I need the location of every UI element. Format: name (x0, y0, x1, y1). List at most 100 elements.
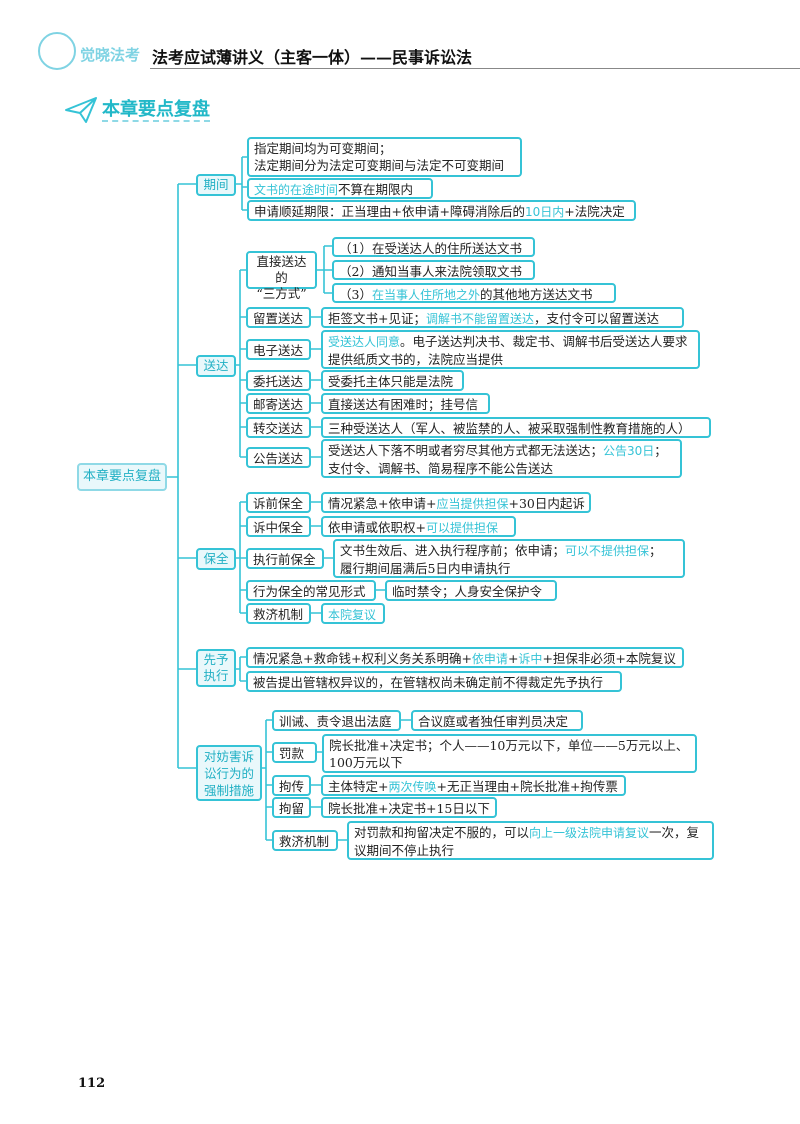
songda-zhijie-line-2: “三方式” (256, 286, 307, 301)
xianyu-row-1: 情况紧急+救命钱+权利义务关系明确+依申请+诉中+担保非必须+本院复议 (246, 647, 684, 668)
xianyu-row-2: 被告提出管辖权异议的，在管辖权尚未确定前不得裁定先予执行 (246, 671, 622, 692)
header-divider (150, 68, 800, 69)
songda-dianzi-label: 电子送达 (246, 339, 311, 360)
qiangzhi-juchuan-a: 主体特定+ (328, 779, 389, 794)
songda-youji-label: 邮寄送达 (246, 393, 311, 414)
baoquan-jiuji-detail: 本院复议 (321, 603, 385, 624)
qijian-wenshu-rest: 不算在期限内 (338, 182, 414, 197)
baoquan-jiuji-highlight: 本院复议 (328, 608, 377, 622)
baoquan-xingwei-detail: 临时禁令；人身安全保护令 (385, 580, 557, 601)
category-songda: 送达 (196, 355, 236, 377)
songda-liuzhi-highlight: 调解书不能留置送达 (425, 312, 534, 326)
qiangzhi-juliu-detail: 院长批准+决定书+15日以下 (321, 797, 497, 818)
songda-gonggao-highlight: 公告30日 (603, 444, 655, 458)
songda-liuzhi-b: ，支付令可以留置送达 (534, 311, 660, 326)
songda-gonggao-a: 受送达人下落不明或者穷尽其他方式都无法送达； (328, 443, 604, 458)
baoquan-suqian-a: 情况紧急+依申请+ (328, 496, 437, 511)
songda-fangshi-3-b: 的其他地方送达文书 (479, 287, 593, 302)
category-qiangzhi: 对妨害诉 讼行为的 强制措施 (196, 745, 262, 801)
qijian-shenqing-b: +法院决定 (564, 204, 625, 219)
category-qiangzhi-line-2: 讼行为的 (203, 766, 254, 781)
logo-text: 觉晓法考 (80, 46, 141, 64)
qiangzhi-juliu-label: 拘留 (272, 797, 311, 818)
xianyu-r1-highlight-2: 诉中 (518, 652, 543, 666)
qiangzhi-juchuan-highlight: 两次传唤 (388, 780, 437, 794)
songda-gonggao-b: ； (654, 443, 667, 458)
songda-zhijie-box: 直接送达的 “三方式” (246, 251, 317, 301)
qijian-wenshu-box: 文书的在途时间不算在期限内 (247, 178, 433, 199)
category-qiangzhi-line-1: 对妨害诉 (203, 749, 254, 764)
baoquan-xingwei-label: 行为保全的常见形式 (246, 580, 376, 601)
songda-gonggao-detail: 受送达人下落不明或者穷尽其他方式都无法送达；公告30日； 支付令、调解书、简易程… (321, 439, 682, 478)
section-title-underline (102, 120, 210, 122)
category-xianyu-line-1: 先予 (203, 652, 229, 667)
paper-plane-icon (65, 97, 97, 123)
qiangzhi-fakuan-detail: 院长批准+决定书；个人——10万元以下，单位——5万元以上、100万元以下 (322, 734, 697, 773)
qijian-shenqing-box: 申请顺延期限：正当理由+依申请+障碍消除后的10日内+法院决定 (247, 200, 636, 221)
songda-gonggao-label: 公告送达 (246, 447, 311, 468)
baoquan-zhixingqian-b: ； (649, 543, 662, 558)
songda-weituo-detail: 受委托主体只能是法院 (321, 370, 464, 391)
logo-icon (38, 32, 76, 70)
baoquan-zhixingqian-highlight: 可以不提供担保 (565, 544, 650, 558)
category-xianyu: 先予 执行 (196, 649, 236, 687)
qiangzhi-jiuji-b: 一次，复议期间不停止执行 (354, 825, 700, 858)
songda-fangshi-3-a: （3） (339, 287, 372, 302)
songda-liuzhi-label: 留置送达 (246, 307, 311, 328)
baoquan-zhixingqian-line-1: 文书生效后、进入执行程序前；依申请；可以不提供担保； (340, 542, 678, 560)
qiangzhi-jiuji-label: 救济机制 (272, 830, 338, 851)
page-number: 112 (78, 1076, 106, 1091)
songda-youji-detail: 直接送达有困难时；挂号信 (321, 393, 490, 414)
category-qijian: 期间 (196, 174, 236, 196)
qijian-wenshu-highlight: 文书的在途时间 (254, 183, 339, 197)
section-title: 本章要点复盘 (102, 99, 210, 120)
songda-zhijie-line-1: 直接送达的 (256, 254, 307, 285)
xianyu-r1-a: 情况紧急+救命钱+权利义务关系明确+ (253, 651, 472, 666)
qiangzhi-juchuan-label: 拘传 (272, 775, 311, 796)
songda-fangshi-3-highlight: 在当事人住所地之外 (371, 288, 480, 302)
qijian-line-2: 法定期间分为法定可变期间与法定不可变期间 (254, 158, 505, 173)
baoquan-zhixingqian-a: 文书生效后、进入执行程序前；依申请； (340, 543, 566, 558)
xianyu-r1-b: +担保非必须+本院复议 (542, 651, 676, 666)
xianyu-r1-plus: + (507, 651, 519, 666)
category-xianyu-line-2: 执行 (203, 668, 229, 683)
songda-fangshi-1: （1）在受送达人的住所送达文书 (332, 237, 535, 257)
qijian-shenqing-a: 申请顺延期限：正当理由+依申请+障碍消除后的 (254, 204, 525, 219)
baoquan-jiuji-label: 救济机制 (246, 603, 311, 624)
qiangzhi-fakuan-label: 罚款 (272, 742, 317, 763)
baoquan-suqian-detail: 情况紧急+依申请+应当提供担保+30日内起诉 (321, 492, 591, 513)
baoquan-zhixingqian-line-2: 履行期间届满后5日内申请执行 (340, 561, 511, 576)
category-qiangzhi-line-3: 强制措施 (203, 783, 254, 798)
songda-gonggao-line-1: 受送达人下落不明或者穷尽其他方式都无法送达；公告30日； (328, 442, 675, 460)
qijian-definition-box: 指定期间均为可变期间； 法定期间分为法定可变期间与法定不可变期间 (247, 137, 522, 177)
qiangzhi-xunjie-detail: 合议庭或者独任审判员决定 (411, 710, 583, 731)
page-header-title: 法考应试薄讲义（主客一体）——民事诉讼法 (152, 48, 473, 67)
baoquan-suzhong-label: 诉中保全 (246, 516, 311, 537)
baoquan-zhixingqian-label: 执行前保全 (246, 548, 324, 569)
qiangzhi-jiuji-a: 对罚款和拘留决定不服的，可以 (354, 825, 530, 840)
qiangzhi-jiuji-detail: 对罚款和拘留决定不服的，可以向上一级法院申请复议一次，复议期间不停止执行 (347, 821, 714, 860)
songda-weituo-label: 委托送达 (246, 370, 311, 391)
baoquan-suqian-label: 诉前保全 (246, 492, 311, 513)
qiangzhi-juchuan-b: +无正当理由+院长批准+拘传票 (436, 779, 618, 794)
songda-liuzhi-a: 拒签文书+见证； (328, 311, 426, 326)
songda-zhuanjiao-label: 转交送达 (246, 417, 311, 438)
songda-zhuanjiao-detail: 三种受送达人（军人、被监禁的人、被采取强制性教育措施的人） (321, 417, 711, 438)
xianyu-r1-highlight-1: 依申请 (471, 652, 508, 666)
songda-dianzi-highlight: 受送达人同意 (328, 335, 401, 349)
baoquan-suzhong-detail: 依申请或依职权+可以提供担保 (321, 516, 516, 537)
mindmap-root: 本章要点复盘 (77, 463, 167, 491)
qiangzhi-jiuji-highlight: 向上一级法院申请复议 (529, 826, 650, 840)
category-baoquan: 保全 (196, 548, 236, 570)
baoquan-suzhong-a: 依申请或依职权+ (328, 520, 426, 535)
baoquan-suqian-highlight: 应当提供担保 (436, 497, 509, 511)
baoquan-suqian-b: +30日内起诉 (508, 496, 585, 511)
songda-liuzhi-detail: 拒签文书+见证；调解书不能留置送达，支付令可以留置送达 (321, 307, 684, 328)
qijian-shenqing-highlight: 10日内 (524, 205, 565, 219)
qijian-line-1: 指定期间均为可变期间； (254, 141, 392, 156)
songda-fangshi-2: （2）通知当事人来法院领取文书 (332, 260, 535, 280)
songda-gonggao-line-2: 支付令、调解书、简易程序不能公告送达 (328, 461, 554, 476)
qiangzhi-xunjie-label: 训诫、责令退出法庭 (272, 710, 401, 731)
baoquan-suzhong-highlight: 可以提供担保 (425, 521, 498, 535)
